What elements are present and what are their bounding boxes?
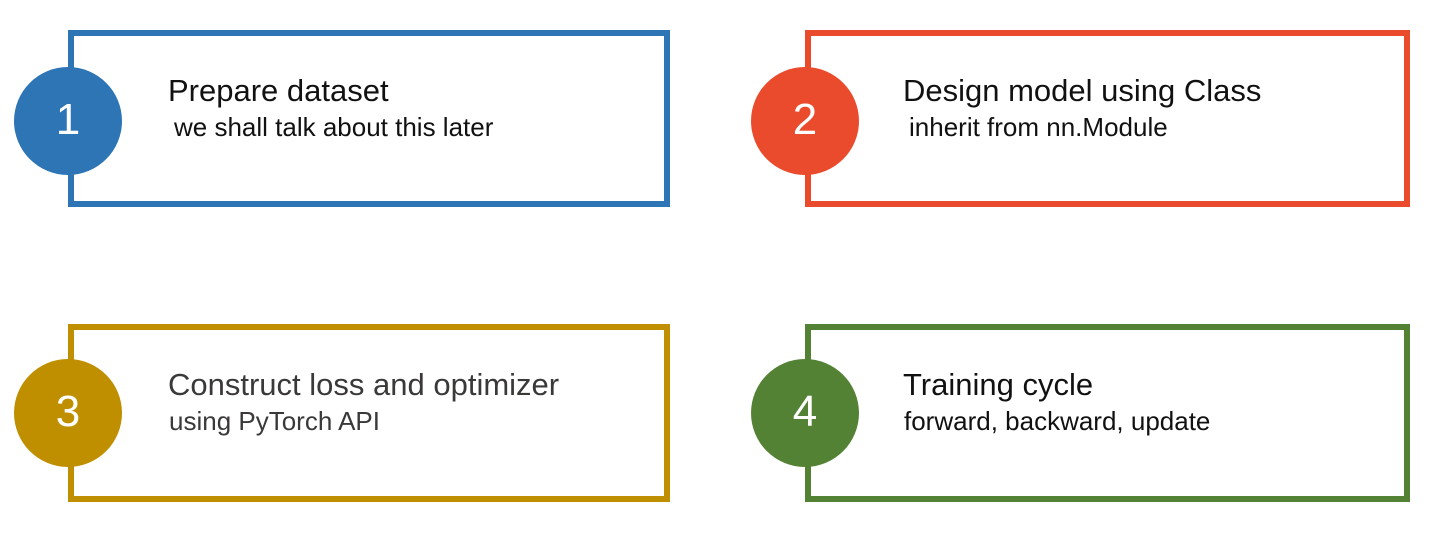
step-text-1: Prepare dataset we shall talk about this… [168,72,493,144]
step-subtitle-1: we shall talk about this later [174,112,494,142]
step-title-2: Design model using Class [903,73,1262,108]
step-number-4: 4 [792,387,818,436]
step-box-1 [68,30,670,207]
step-title-3: Construct loss and optimizer [168,367,560,402]
step-badge-2: 2 [751,67,859,175]
step-subtitle-3: using PyTorch API [169,406,380,436]
step-subtitle-2: inherit from nn.Module [909,112,1168,142]
step-number-2: 2 [792,95,818,144]
step-badge-3: 3 [14,359,122,467]
step-badge-4: 4 [751,359,859,467]
step-text-4: Training cycle forward, backward, update [903,366,1210,438]
step-text-2: Design model using Class inherit from nn… [903,72,1261,144]
step-title-1: Prepare dataset [168,73,389,108]
step-number-1: 1 [55,95,81,144]
step-subtitle-4: forward, backward, update [904,406,1211,436]
step-number-3: 3 [55,387,81,436]
step-box-2 [805,30,1410,207]
step-title-4: Training cycle [903,367,1094,402]
step-box-3 [68,324,670,502]
step-badge-1: 1 [14,67,122,175]
step-box-4 [805,324,1410,502]
step-text-3: Construct loss and optimizer using PyTor… [168,366,559,438]
